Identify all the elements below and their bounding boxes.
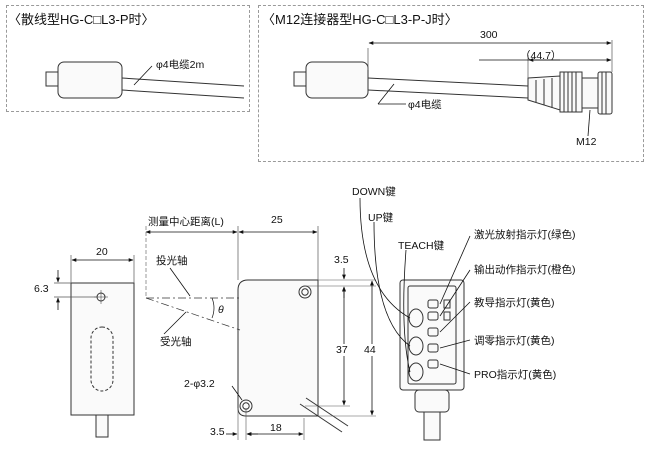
up-key-label: UP键 [368,212,394,224]
side-dim-mid: 37 [336,344,348,356]
cable-label-right: φ4电缆 [408,99,442,111]
cable-label-left: φ4电缆2m [156,59,205,71]
panel-right-title: 〈M12连接器型HG-C□L3-P-J时〉 [262,12,458,27]
side-dim-bottom: 18 [270,422,282,434]
dim-44-7: （44.7） [520,50,562,62]
rear-leaders [359,197,471,375]
cable-leader [133,65,153,86]
panel-left-title: 〈散线型HG-C□L3-P时〉 [8,12,155,27]
panel-cable-type [6,5,250,112]
pro-lamp-label: PRO指示灯(黄色) [474,369,557,381]
front-view [70,282,135,438]
front-dim-width: 20 [96,246,108,258]
recv-axis-label: 受光轴 [160,336,192,348]
side-dim-top: 3.5 [334,254,349,266]
cable-type-sensor [45,61,245,99]
down-key-label: DOWN键 [352,186,396,198]
theta-label: θ [218,304,224,316]
side-dim-height: 44 [364,344,376,356]
hole-label: 2-φ3.2 [184,378,215,390]
teach-lamp-label: 教导指示灯(黄色) [474,297,555,309]
dim-300: 300 [480,29,498,41]
teach-key-label: TEACH键 [398,240,445,252]
panel-connector-type [258,5,644,162]
side-dim-width: 25 [271,214,283,226]
side-view [237,279,349,433]
emit-axis-label: 投光轴 [156,255,188,267]
connector-label: M12 [576,136,597,148]
measure-center-label: 测量中心距离(L) [148,216,224,228]
laser-lamp-label: 激光放射指示灯(绿色) [474,229,576,241]
front-dim-hole: 6.3 [34,283,49,295]
zero-lamp-label: 调零指示灯(黄色) [474,335,555,347]
output-lamp-label: 输出动作指示灯(橙色) [474,264,576,276]
connector-type-sensor [293,61,613,115]
rear-view [399,279,465,441]
side-dim-left: 3.5 [210,426,225,438]
